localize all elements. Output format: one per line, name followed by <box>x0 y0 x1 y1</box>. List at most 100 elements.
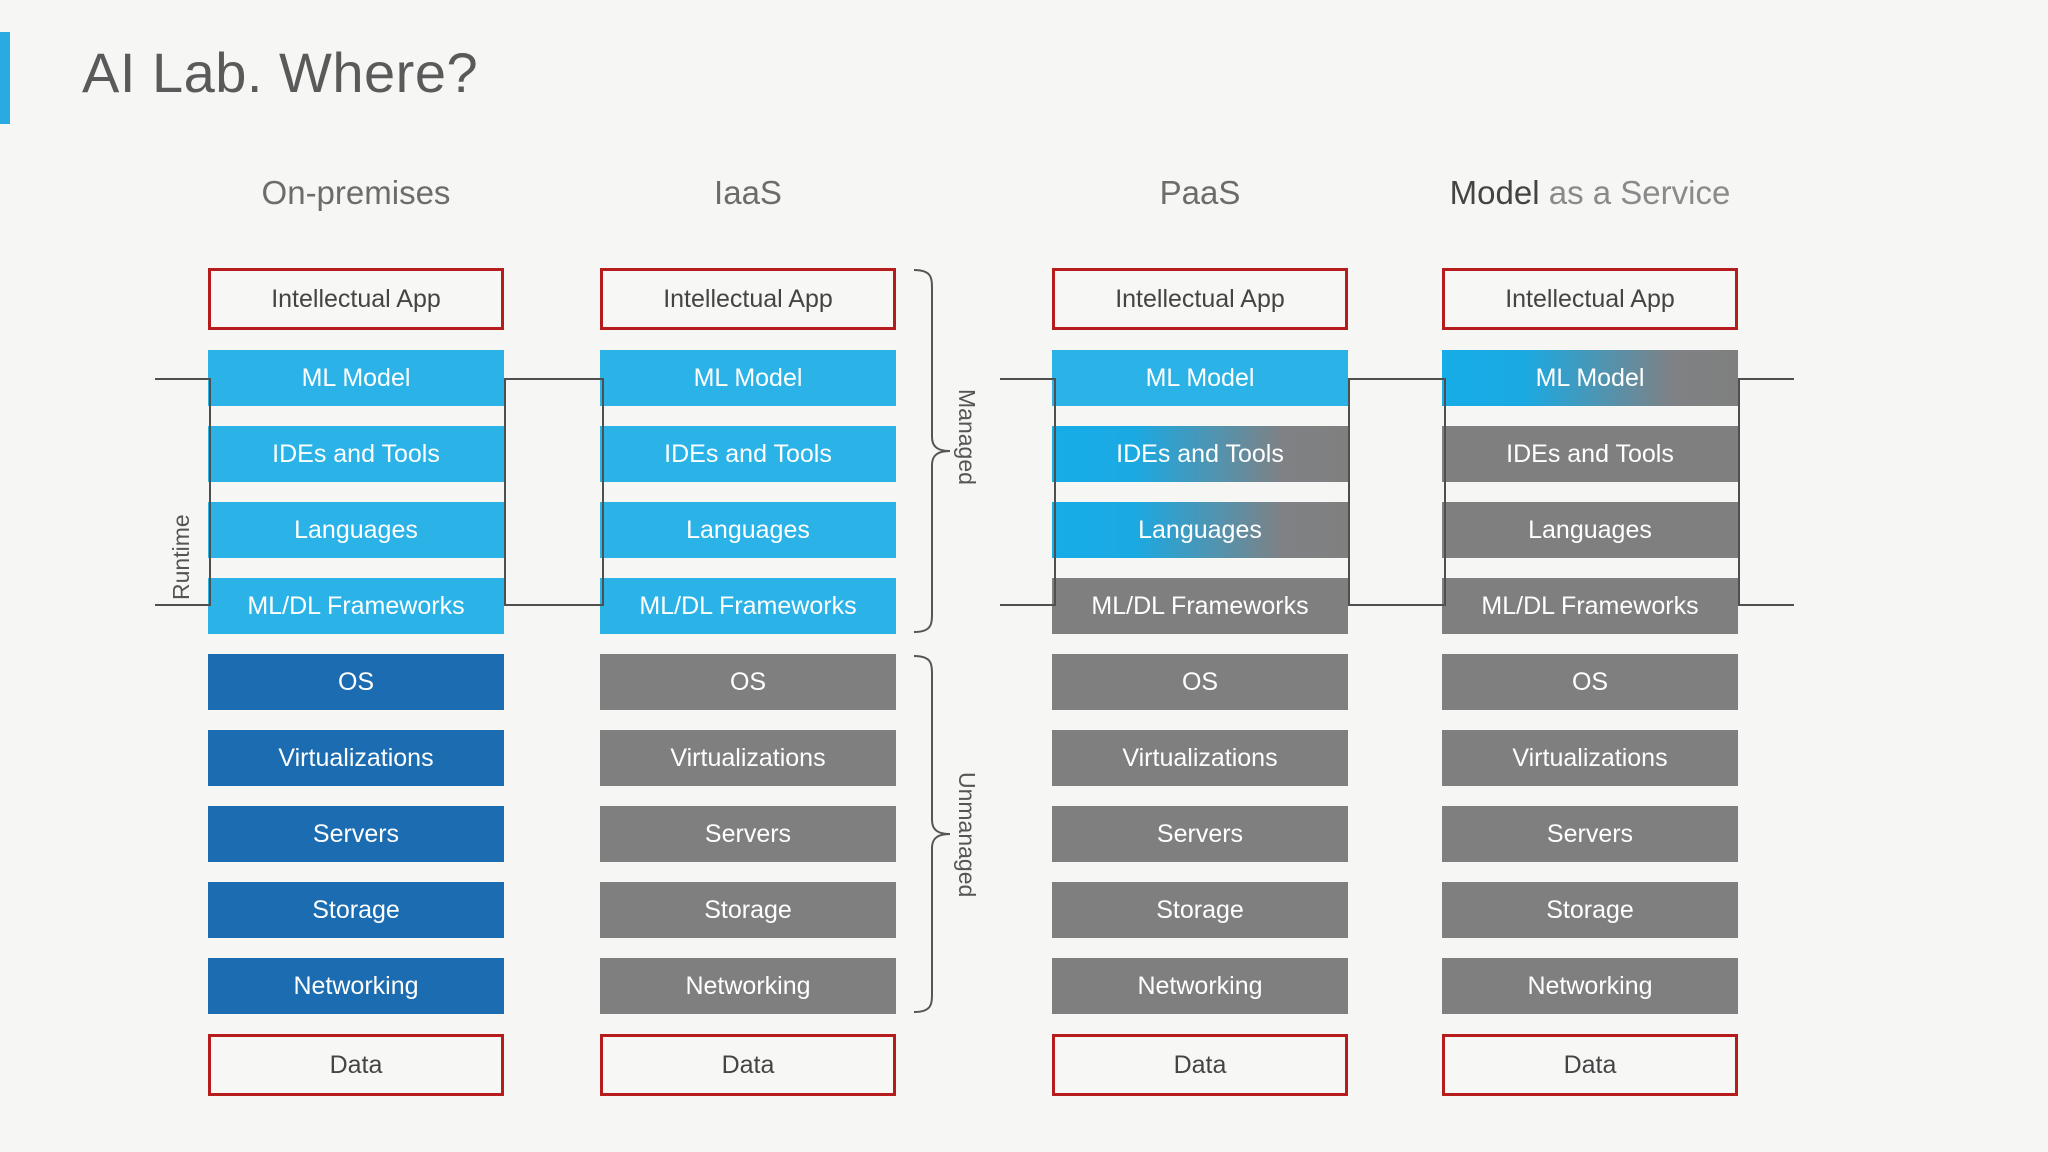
layer-box-label: Languages <box>1528 516 1652 544</box>
layer-box-intellectual-app[interactable]: Intellectual App <box>208 268 504 330</box>
runtime-bracket-right-paas <box>1348 378 1404 606</box>
layer-box-ides-and-tools[interactable]: IDEs and Tools <box>208 426 504 482</box>
layer-box-networking[interactable]: Networking <box>1052 958 1348 1014</box>
layer-box-label: Intellectual App <box>1115 285 1285 313</box>
accent-bar <box>0 32 10 124</box>
page-title: AI Lab. Where? <box>82 41 479 104</box>
layer-box-label: Servers <box>1546 820 1634 848</box>
layer-box-label: ML Model <box>1145 364 1255 392</box>
column-heading-model-as-a-service: Model as a Service <box>1442 170 1738 216</box>
runtime-bracket-left-maas <box>1390 378 1446 606</box>
layer-box-storage[interactable]: Storage <box>600 882 896 938</box>
layer-box-data[interactable]: Data <box>600 1034 896 1096</box>
layer-box-label: Data <box>329 1051 383 1079</box>
layer-box-servers[interactable]: Servers <box>208 806 504 862</box>
layer-box-ides-and-tools[interactable]: IDEs and Tools <box>1052 426 1348 482</box>
managed-brace <box>913 269 951 633</box>
layer-box-label: ML Model <box>1535 364 1645 392</box>
layer-box-servers[interactable]: Servers <box>1442 806 1738 862</box>
layer-box-os[interactable]: OS <box>1052 654 1348 710</box>
layer-box-languages[interactable]: Languages <box>600 502 896 558</box>
column-heading-iaas: IaaS <box>714 174 782 211</box>
layer-box-label: Languages <box>294 516 418 544</box>
layer-box-ides-and-tools[interactable]: IDEs and Tools <box>600 426 896 482</box>
layer-box-label: OS <box>1571 668 1609 696</box>
layer-box-label: ML/DL Frameworks <box>639 592 857 620</box>
runtime-bracket-right-maas <box>1738 378 1794 606</box>
layer-box-label: IDEs and Tools <box>1506 440 1674 468</box>
layer-box-data[interactable]: Data <box>208 1034 504 1096</box>
column-heading-on-premises: On-premises <box>261 174 451 211</box>
layer-box-label: Data <box>1173 1051 1227 1079</box>
layer-box-data[interactable]: Data <box>1442 1034 1738 1096</box>
layer-box-storage[interactable]: Storage <box>1442 882 1738 938</box>
layer-box-ml-model[interactable]: ML Model <box>1442 350 1738 406</box>
layer-box-label: Networking <box>685 972 811 1000</box>
layer-box-intellectual-app[interactable]: Intellectual App <box>1442 268 1738 330</box>
layer-box-intellectual-app[interactable]: Intellectual App <box>600 268 896 330</box>
layer-box-virtualizations[interactable]: Virtualizations <box>1442 730 1738 786</box>
layer-box-servers[interactable]: Servers <box>1052 806 1348 862</box>
layer-box-servers[interactable]: Servers <box>600 806 896 862</box>
layer-box-ml-dl-frameworks[interactable]: ML/DL Frameworks <box>208 578 504 634</box>
managed-label: Managed <box>954 389 980 485</box>
layer-box-label: IDEs and Tools <box>272 440 440 468</box>
layer-box-networking[interactable]: Networking <box>600 958 896 1014</box>
layer-box-label: Storage <box>1156 896 1244 924</box>
layer-box-ides-and-tools[interactable]: IDEs and Tools <box>1442 426 1738 482</box>
layer-box-label: Languages <box>686 516 810 544</box>
heading-strong-part: Model <box>1449 174 1540 211</box>
layer-box-networking[interactable]: Networking <box>1442 958 1738 1014</box>
layer-box-label: Storage <box>312 896 400 924</box>
layer-box-label: Storage <box>1546 896 1634 924</box>
layer-box-label: Networking <box>293 972 419 1000</box>
layer-box-storage[interactable]: Storage <box>208 882 504 938</box>
layer-box-label: Virtualizations <box>278 744 434 772</box>
layer-box-ml-dl-frameworks[interactable]: ML/DL Frameworks <box>600 578 896 634</box>
layer-box-ml-model[interactable]: ML Model <box>208 350 504 406</box>
layer-box-os[interactable]: OS <box>600 654 896 710</box>
layer-box-label: Data <box>1563 1051 1617 1079</box>
layer-box-virtualizations[interactable]: Virtualizations <box>208 730 504 786</box>
layer-box-os[interactable]: OS <box>208 654 504 710</box>
layer-box-ml-model[interactable]: ML Model <box>600 350 896 406</box>
layer-box-label: ML Model <box>693 364 803 392</box>
layer-box-label: ML Model <box>301 364 411 392</box>
layer-box-languages[interactable]: Languages <box>1442 502 1738 558</box>
layer-box-ml-model[interactable]: ML Model <box>1052 350 1348 406</box>
layer-box-data[interactable]: Data <box>1052 1034 1348 1096</box>
runtime-bracket-left-iaas <box>548 378 604 606</box>
layer-box-label: OS <box>1181 668 1219 696</box>
layer-box-ml-dl-frameworks[interactable]: ML/DL Frameworks <box>1052 578 1348 634</box>
layer-box-languages[interactable]: Languages <box>1052 502 1348 558</box>
layer-box-label: ML/DL Frameworks <box>1481 592 1699 620</box>
layer-box-label: Virtualizations <box>1512 744 1668 772</box>
layer-box-label: Networking <box>1527 972 1653 1000</box>
layer-box-intellectual-app[interactable]: Intellectual App <box>1052 268 1348 330</box>
unmanaged-label: Unmanaged <box>954 772 980 898</box>
layer-box-label: Servers <box>704 820 792 848</box>
layer-box-networking[interactable]: Networking <box>208 958 504 1014</box>
layer-box-languages[interactable]: Languages <box>208 502 504 558</box>
layer-box-ml-dl-frameworks[interactable]: ML/DL Frameworks <box>1442 578 1738 634</box>
layer-box-label: IDEs and Tools <box>664 440 832 468</box>
layer-box-virtualizations[interactable]: Virtualizations <box>600 730 896 786</box>
layer-box-label: ML/DL Frameworks <box>1091 592 1309 620</box>
layer-box-virtualizations[interactable]: Virtualizations <box>1052 730 1348 786</box>
layer-box-storage[interactable]: Storage <box>1052 882 1348 938</box>
layer-box-label: Networking <box>1137 972 1263 1000</box>
runtime-bracket-left-paas <box>1000 378 1056 606</box>
layer-box-label: OS <box>729 668 767 696</box>
layer-box-label: OS <box>337 668 375 696</box>
runtime-bracket-right-onprem <box>504 378 560 606</box>
heading-light-part: as a Service <box>1539 174 1731 211</box>
layer-box-label: Servers <box>1156 820 1244 848</box>
layer-box-label: Servers <box>312 820 400 848</box>
layer-box-os[interactable]: OS <box>1442 654 1738 710</box>
